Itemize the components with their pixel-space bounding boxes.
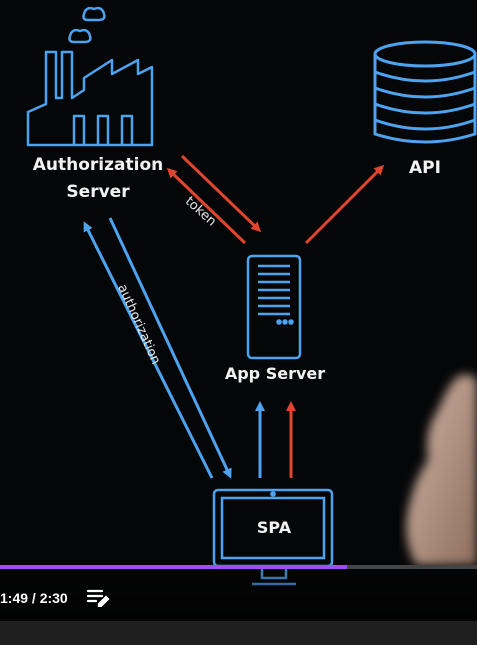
authorization-redirect-arrow — [83, 221, 214, 479]
app-server-label: App Server — [224, 364, 326, 383]
authorization-code-arrow — [108, 217, 232, 479]
server-icon — [246, 254, 302, 360]
progress-fill — [0, 565, 347, 569]
api-label: API — [409, 158, 441, 178]
factory-icon — [26, 6, 154, 147]
time-display: 1:49 / 2:30 — [0, 590, 68, 606]
bottom-strip — [0, 621, 477, 645]
token-request-arrow — [180, 154, 262, 233]
presenter-hand — [406, 374, 477, 565]
authorization-server-line1: Authorization — [32, 155, 164, 175]
token-response-arrow — [166, 167, 247, 245]
authorization-server-line2: Server — [66, 182, 130, 202]
spa-label: SPA — [256, 518, 292, 537]
player-controls — [0, 569, 477, 621]
api-call-arrow — [304, 164, 385, 245]
playlist-edit-icon[interactable] — [86, 587, 110, 607]
authorization-server-label: Authorization Server — [28, 152, 168, 206]
database-icon — [373, 40, 477, 144]
